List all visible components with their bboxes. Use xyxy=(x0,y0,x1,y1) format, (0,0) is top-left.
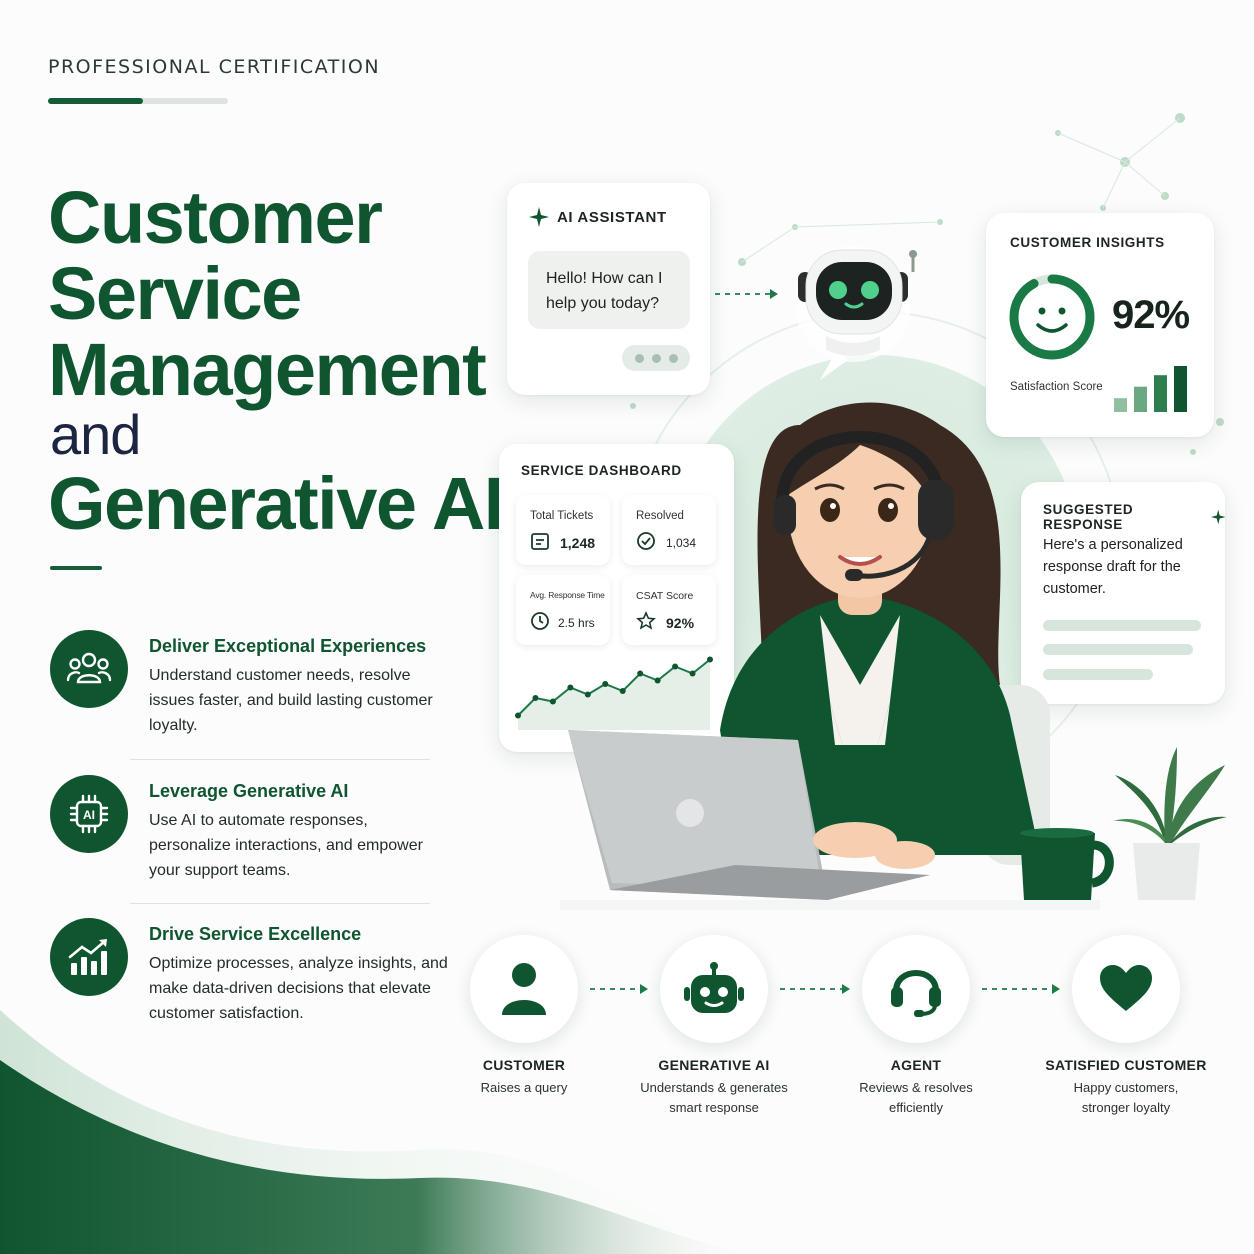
service-dashboard-card: SERVICE DASHBOARD Total Tickets 1,248 Re… xyxy=(499,444,734,752)
metric-value: 1,248 xyxy=(560,535,596,551)
title-line: Service xyxy=(48,252,302,335)
growth-chart-icon xyxy=(50,918,128,996)
headset-icon xyxy=(891,970,941,1017)
metric-value: 2.5 hrs xyxy=(558,616,595,630)
metric-label: Total Tickets xyxy=(530,510,594,522)
robot-icon xyxy=(684,962,744,1013)
support-agent-illustration xyxy=(560,402,1100,910)
placeholder-line xyxy=(1043,669,1153,680)
trend-point xyxy=(689,670,696,677)
ai-assistant-card: AI ASSISTANT Hello! How can I help you t… xyxy=(507,183,710,395)
flow-step-customer xyxy=(470,935,578,1043)
metric-tile-resolved: Resolved 1,034 xyxy=(622,495,716,565)
trend-point xyxy=(637,670,644,677)
feature-divider xyxy=(130,903,430,904)
flow-step-satisfied-customer xyxy=(1072,935,1180,1043)
sparkle-icon xyxy=(529,207,549,227)
satisfaction-bar xyxy=(1134,386,1147,412)
suggested-response-header: SUGGESTED RESPONSE xyxy=(1043,502,1225,532)
trend-point xyxy=(602,681,609,687)
ticket-icon xyxy=(531,533,549,550)
metric-tile-csat: CSAT Score 92% xyxy=(622,575,716,645)
trend-point xyxy=(549,698,556,705)
flow-step-title: AGENT xyxy=(890,1057,942,1073)
flow-step-desc: Raises a query xyxy=(480,1080,568,1095)
feature-item: Drive Service Excellence Optimize proces… xyxy=(48,918,448,1038)
chat-bubble: Hello! How can I help you today? xyxy=(528,251,690,329)
title-line: Customer xyxy=(48,176,383,259)
trend-point xyxy=(515,712,521,719)
flow-step-title: GENERATIVE AI xyxy=(658,1057,770,1073)
trend-point xyxy=(532,695,539,701)
trend-point xyxy=(619,688,626,694)
progress-bar xyxy=(48,98,228,104)
people-icon xyxy=(50,630,128,708)
trend-point xyxy=(567,684,574,691)
service-dashboard-label: SERVICE DASHBOARD xyxy=(521,463,682,478)
desk-props xyxy=(1020,747,1227,900)
metric-label: CSAT Score xyxy=(636,590,694,602)
trend-point xyxy=(584,691,591,698)
trend-point xyxy=(654,677,661,684)
ai-assistant-header: AI ASSISTANT xyxy=(529,207,667,227)
flow-step-title: SATISFIED CUSTOMER xyxy=(1045,1057,1207,1073)
feature-text: Optimize processes, analyze insights, an… xyxy=(149,955,448,1022)
title-line: Management xyxy=(48,328,487,411)
suggested-response-card: SUGGESTED RESPONSE Here's a personalized… xyxy=(1021,482,1225,704)
feature-title: Leverage Generative AI xyxy=(149,781,349,801)
satisfaction-bar xyxy=(1114,398,1127,412)
metric-tile-response-time: Avg. Response Time 2.5 hrs xyxy=(516,575,610,645)
feature-text: Use AI to automate responses, personaliz… xyxy=(149,812,423,879)
customer-insights-label: CUSTOMER INSIGHTS xyxy=(1010,235,1165,250)
page-title: Customer Service Management and Generati… xyxy=(48,176,504,545)
flow-step-desc: Understands & generates smart response xyxy=(640,1080,788,1115)
metric-value: 1,034 xyxy=(666,536,697,550)
svg-text:AI: AI xyxy=(83,808,95,822)
metric-tile-total-tickets: Total Tickets 1,248 xyxy=(516,495,610,565)
sparkle-icon xyxy=(1210,509,1225,525)
placeholder-line xyxy=(1043,644,1193,655)
flow-step-agent xyxy=(862,935,970,1043)
ai-assistant-label: AI ASSISTANT xyxy=(557,208,667,226)
star-icon xyxy=(636,611,656,630)
person-icon xyxy=(502,963,546,1015)
feature-title: Deliver Exceptional Experiences xyxy=(149,636,427,656)
title-and: and xyxy=(50,403,141,466)
satisfaction-label: Satisfaction Score xyxy=(1010,381,1103,393)
placeholder-line xyxy=(1043,620,1201,631)
check-circle-icon xyxy=(637,532,655,550)
feature-text: Understand customer needs, resolve issue… xyxy=(149,667,433,734)
feature-item: Deliver Exceptional Experiences Understa… xyxy=(48,630,438,750)
typing-indicator xyxy=(622,345,690,371)
metric-label: Resolved xyxy=(636,510,684,522)
satisfaction-percent: 92% xyxy=(1112,293,1190,337)
satisfaction-bars xyxy=(1114,366,1187,412)
title-line: Generative AI xyxy=(48,462,504,545)
feature-divider xyxy=(130,759,430,760)
trend-point xyxy=(672,663,679,670)
flow-step-generative-ai xyxy=(660,935,768,1043)
suggested-response-text: Here's a personalized response draft for… xyxy=(1043,537,1183,597)
satisfaction-bar xyxy=(1154,375,1167,412)
eyebrow-label: PROFESSIONAL CERTIFICATION xyxy=(48,56,381,78)
metric-label: Avg. Response Time xyxy=(530,590,605,600)
trend-point xyxy=(707,656,713,663)
metric-value: 92% xyxy=(666,615,695,631)
clock-icon xyxy=(531,612,549,630)
feature-item: AI Leverage Generative AI Use AI to auto… xyxy=(48,775,438,895)
feature-title: Drive Service Excellence xyxy=(149,924,362,944)
flow-step-desc: Reviews & resolves efficiently xyxy=(859,1080,973,1115)
robot-mascot xyxy=(795,246,917,380)
heart-icon xyxy=(1100,965,1152,1011)
title-divider xyxy=(50,566,102,570)
satisfaction-bar xyxy=(1174,366,1187,412)
flow-step-desc: Happy customers, stronger loyalty xyxy=(1073,1080,1179,1115)
ai-chip-icon: AI xyxy=(50,775,128,853)
customer-insights-card: CUSTOMER INSIGHTS 92% Satisfaction Score xyxy=(986,213,1214,437)
suggested-response-label: SUGGESTED RESPONSE xyxy=(1043,502,1134,532)
trend-chart xyxy=(515,656,713,730)
smiley-gauge-icon xyxy=(1009,274,1095,360)
flow-step-title: CUSTOMER xyxy=(482,1057,566,1073)
